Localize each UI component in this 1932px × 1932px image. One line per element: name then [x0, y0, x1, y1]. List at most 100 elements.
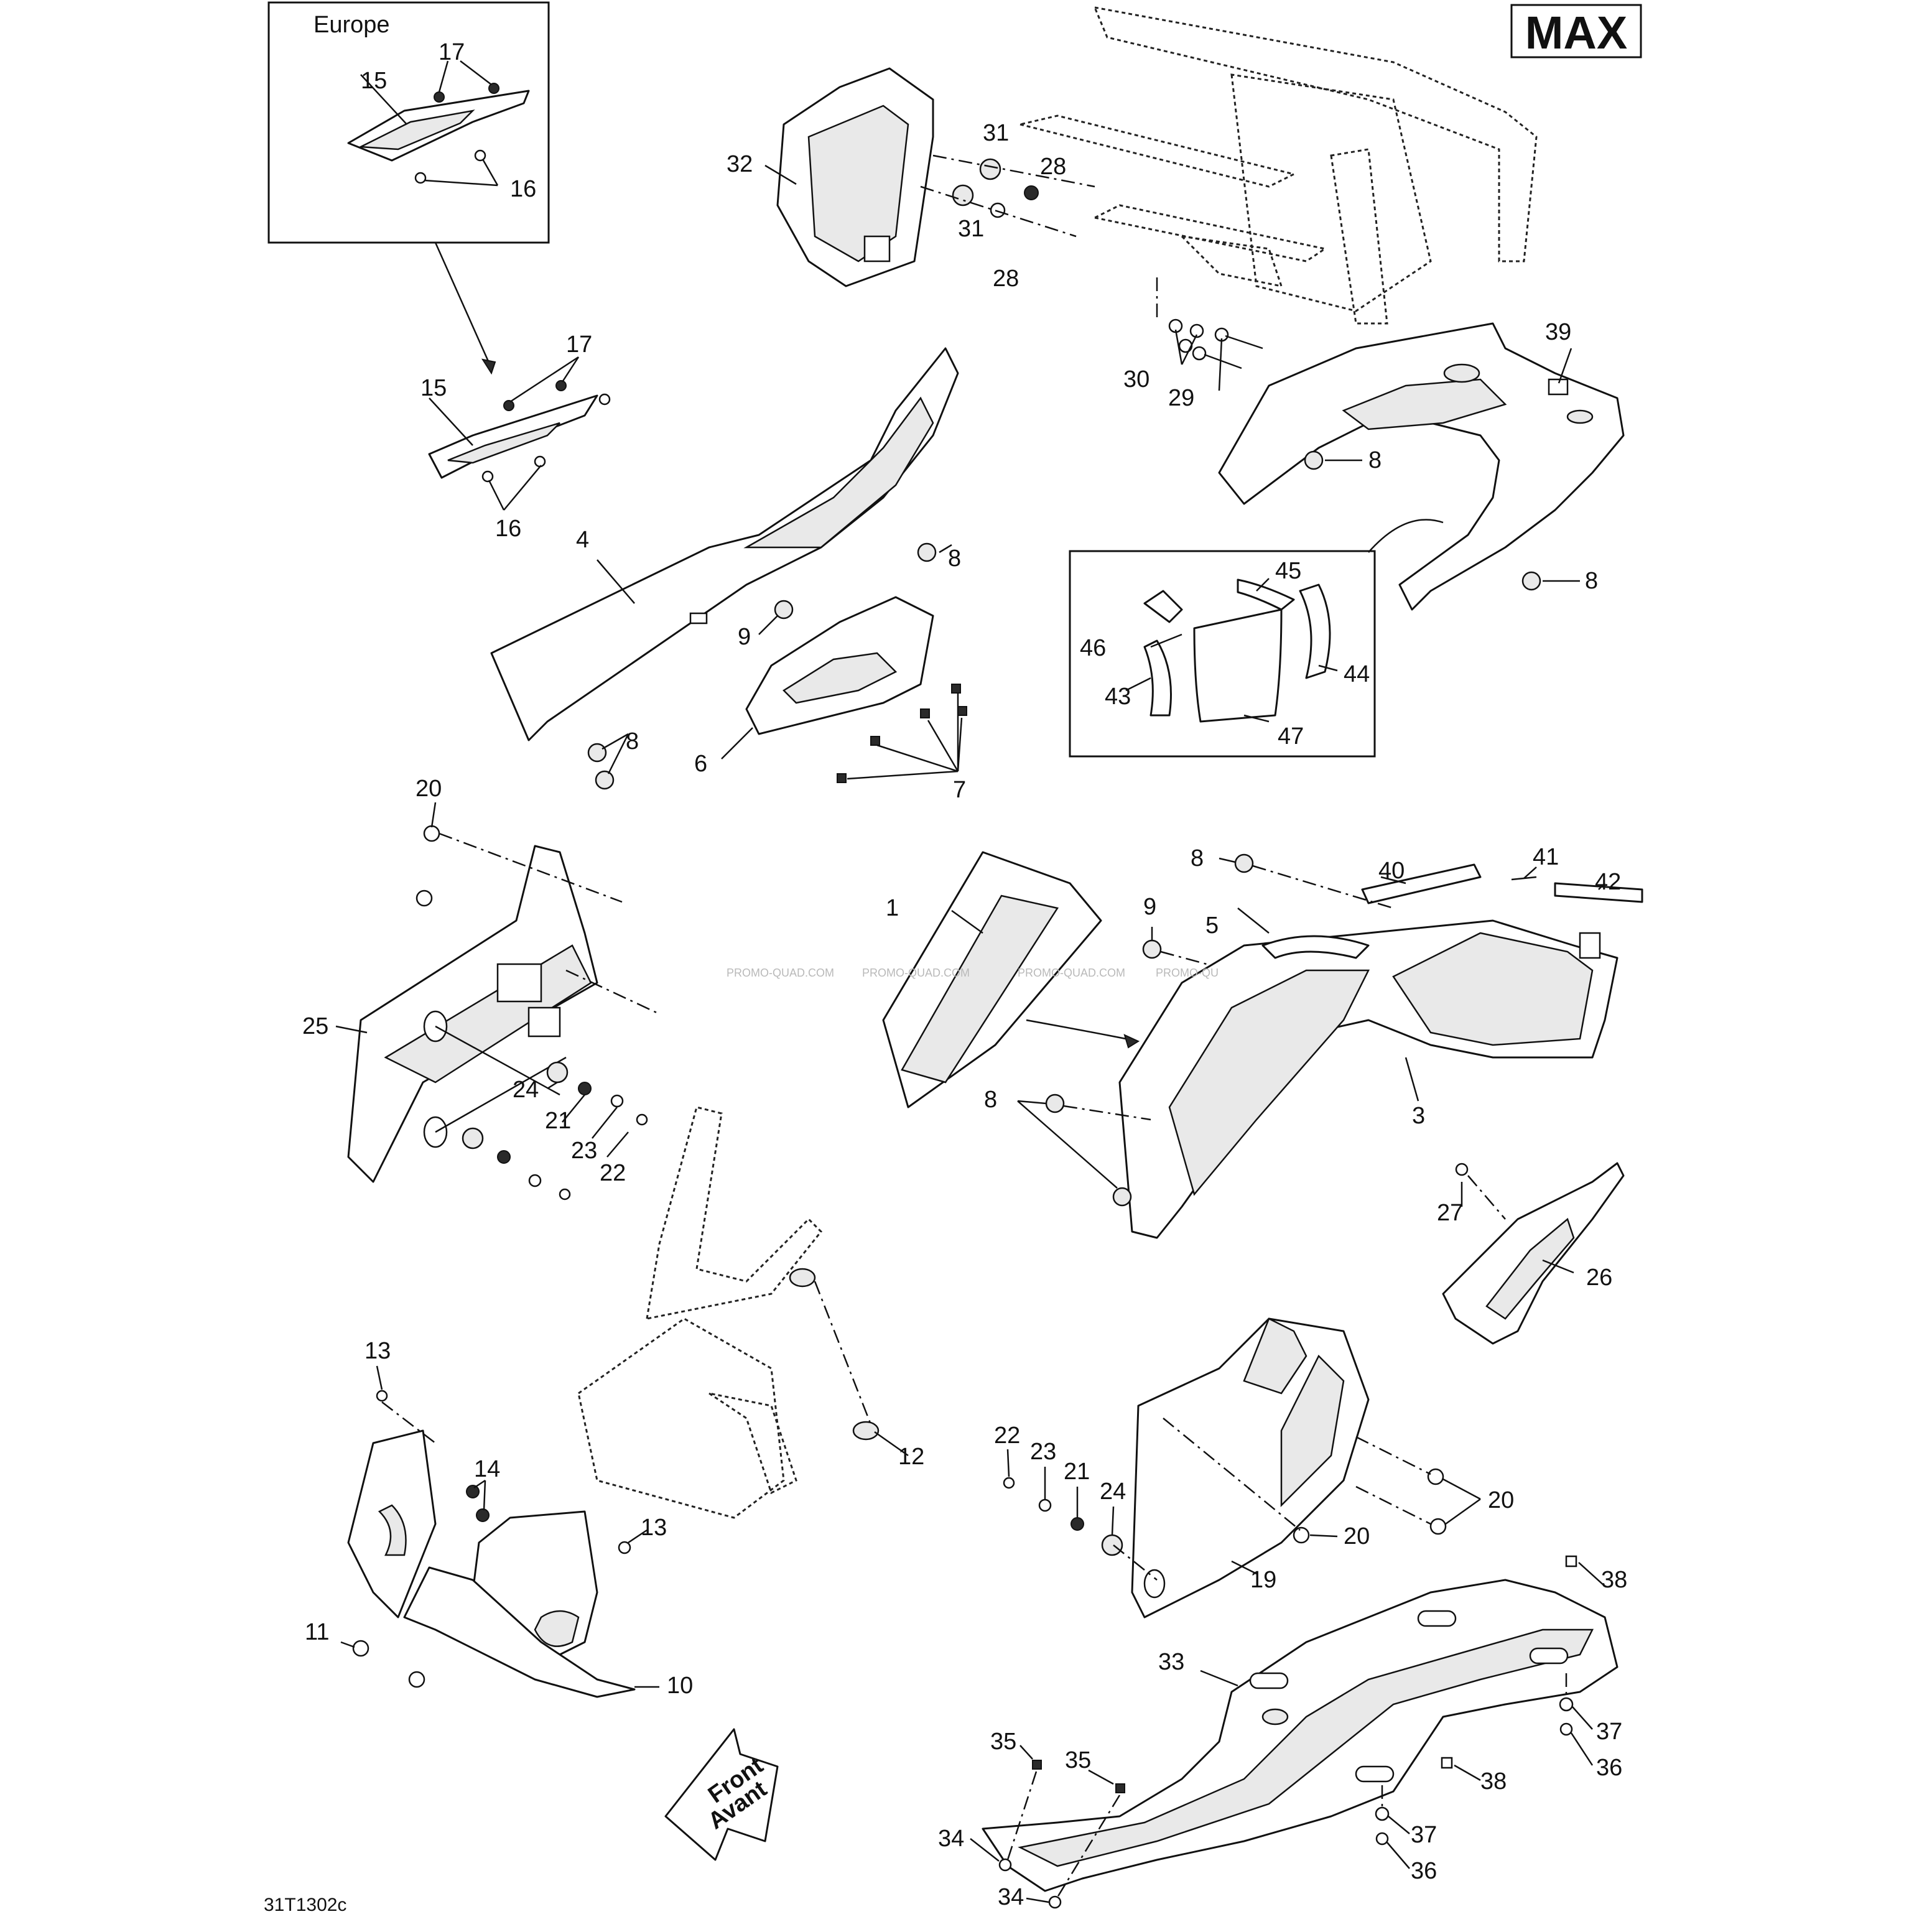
collar-21-b — [1070, 1517, 1084, 1531]
callout-5: 5 — [1205, 913, 1219, 939]
washer-37-b — [1375, 1806, 1390, 1821]
callout-19: 19 — [1250, 1567, 1276, 1593]
callout-31b: 31 — [958, 216, 984, 242]
part-4 — [490, 347, 959, 741]
nut-35-a — [1032, 1760, 1042, 1770]
callout-12: 12 — [898, 1444, 924, 1470]
bolt-11-b — [408, 1671, 425, 1688]
screw-28a — [1024, 185, 1039, 200]
callout-15-inset: 15 — [361, 68, 387, 94]
part-43 — [1143, 639, 1172, 717]
grommet-8-fender-b — [1521, 571, 1541, 591]
part-47 — [1193, 608, 1283, 723]
inset-pointer-arrow — [434, 242, 493, 369]
callout-9-b: 9 — [1143, 894, 1156, 920]
callout-31a: 31 — [983, 120, 1009, 146]
part-1-3-assembly: 1 8 9 8 5 40 41 42 3 — [882, 844, 1643, 1239]
screw-16a — [414, 172, 427, 184]
callout-10: 10 — [667, 1673, 693, 1699]
callout-3: 3 — [1412, 1103, 1425, 1129]
grommet-31b — [952, 184, 974, 207]
screw-36-b — [1375, 1832, 1389, 1846]
grommet-9-a — [774, 600, 794, 620]
screw-22-b — [1003, 1477, 1015, 1489]
screw-28b — [990, 202, 1006, 218]
screw-27 — [1455, 1163, 1469, 1176]
collar-21b — [497, 1150, 511, 1164]
nut-17b — [488, 83, 499, 94]
rail-cover-assembly-15: 15 17 16 — [420, 332, 611, 542]
part-40 — [1361, 863, 1482, 904]
part-46 — [1143, 590, 1183, 623]
callout-28b: 28 — [993, 266, 1019, 292]
callout-33: 33 — [1158, 1649, 1184, 1675]
part-39-assembly: 39 8 8 — [1218, 319, 1625, 611]
callout-8-fender-a: 8 — [1368, 447, 1382, 473]
nut-14-b — [476, 1508, 490, 1522]
callout-30: 30 — [1123, 366, 1149, 392]
grommet-8-a — [917, 542, 937, 562]
callout-23-a: 23 — [571, 1138, 597, 1164]
watermark-3: PROMO-QUAD.COM — [1018, 967, 1125, 979]
part-10-assembly: 13 14 13 12 11 10 — [305, 1268, 924, 1699]
callout-35-b: 35 — [1065, 1747, 1091, 1773]
decal-detail-frame — [1069, 550, 1376, 758]
washer-23-b — [1038, 1498, 1052, 1512]
callout-21-a: 21 — [545, 1108, 571, 1134]
callout-40: 40 — [1378, 858, 1405, 884]
callout-13-a: 13 — [365, 1338, 391, 1364]
watermark-1: PROMO-QUAD.COM — [727, 967, 834, 979]
part-45 — [1237, 578, 1295, 611]
screw-22b — [559, 1188, 571, 1201]
callout-7: 7 — [953, 777, 966, 803]
nut-35-b — [1115, 1783, 1125, 1793]
callout-24-a: 24 — [513, 1077, 539, 1103]
model-badge: MAX — [1525, 7, 1627, 58]
reference-code: 31T1302c — [264, 1895, 346, 1915]
nut-17a — [434, 91, 445, 103]
bolt-20d — [1293, 1526, 1310, 1544]
washer-37-a — [1559, 1697, 1574, 1712]
rear-frame-reference — [1019, 6, 1538, 325]
callout-8-fender-b: 8 — [1585, 568, 1598, 594]
callout-45: 45 — [1275, 558, 1301, 584]
grommet-8-b — [587, 743, 607, 763]
callout-16: 16 — [495, 516, 521, 542]
bolt-20c — [1427, 1468, 1444, 1485]
europe-inset: Europe 15 17 16 — [267, 1, 550, 244]
callout-17-inset: 17 — [439, 39, 465, 65]
part-10 — [403, 1566, 636, 1698]
callout-32: 32 — [727, 151, 753, 177]
front-frame-reference — [577, 1106, 823, 1519]
bolt-20a — [423, 825, 440, 842]
grommet-24-b — [1101, 1534, 1123, 1556]
callout-29: 29 — [1168, 385, 1194, 411]
callout-28a: 28 — [1040, 154, 1066, 180]
callout-8-b: 8 — [626, 728, 639, 755]
part-32-assembly: 32 31 31 28 28 — [727, 67, 1095, 292]
callout-8-a: 8 — [948, 546, 961, 572]
grommet-24a — [546, 1061, 569, 1084]
part-6-assembly: 6 7 — [694, 596, 967, 803]
grommet-12-b — [852, 1421, 880, 1441]
front-direction-arrow: Front Avant — [664, 1728, 779, 1861]
collar-21a — [578, 1082, 592, 1095]
part-5 — [1261, 935, 1370, 959]
model-badge-box — [1510, 4, 1642, 58]
callout-43: 43 — [1105, 684, 1131, 710]
watermark-2: PROMO-QUAD.COM — [862, 967, 970, 979]
nut-14-a — [466, 1485, 480, 1498]
callout-20-c: 20 — [1344, 1523, 1370, 1549]
europe-inset-frame — [267, 1, 550, 244]
bolt-20e — [1429, 1518, 1447, 1535]
part-44 — [1299, 583, 1331, 679]
callout-20-b: 20 — [1488, 1487, 1514, 1513]
callout-9-a: 9 — [738, 624, 751, 650]
grommet-8-e — [1045, 1094, 1065, 1113]
part-39 — [1218, 322, 1625, 611]
callout-39: 39 — [1545, 319, 1571, 345]
grommet-9-b — [1142, 939, 1162, 959]
part-42 — [1554, 882, 1643, 903]
callout-36-a: 36 — [1596, 1755, 1622, 1781]
